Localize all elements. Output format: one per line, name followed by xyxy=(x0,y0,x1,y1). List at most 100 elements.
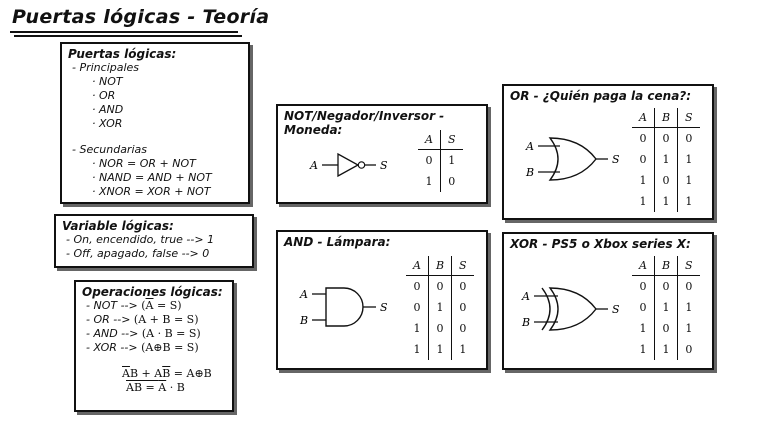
table-header: S xyxy=(677,256,700,276)
and-heading: AND - Lámpara: xyxy=(284,235,391,249)
xor-identity-end: = A⊕B xyxy=(170,367,212,380)
and-output-s-label: S xyxy=(380,301,388,314)
table-cell: 0 xyxy=(428,318,453,339)
xor-input-b-label: B xyxy=(521,316,530,329)
and-input-a-label: A xyxy=(299,288,308,301)
table-cell: 1 xyxy=(685,322,693,335)
op-xor: - XOR --> (A⊕B = S) xyxy=(82,341,232,355)
list-item: · XOR xyxy=(92,117,123,130)
op-xor-expr: (A⊕B = S) xyxy=(141,341,199,354)
op-or: - OR --> (A + B = S) xyxy=(82,313,232,327)
table-cell: 0 xyxy=(685,343,693,356)
not-input-a-label: A xyxy=(309,159,318,172)
table-header: A xyxy=(418,130,441,150)
variables-box: Variable lógicas: - On, encendido, true … xyxy=(54,214,254,268)
table-cell: 1 xyxy=(448,154,456,167)
xor-identity: AB + AB = A⊕B xyxy=(82,367,232,381)
demorgan-b: · B xyxy=(166,381,185,394)
op-and-expr: (A · B = S) xyxy=(141,327,201,340)
table-cell: 0 xyxy=(685,132,693,145)
table-cell: 0 xyxy=(654,170,679,191)
op-or-label: - OR --> xyxy=(86,313,134,326)
not-gate-symbol: A S xyxy=(309,152,388,178)
demorgan-identity: AB = A · B xyxy=(82,381,232,395)
gates-list-box: Puertas lógicas: - Principales · NOT · O… xyxy=(60,42,250,204)
operations-box: Operaciones lógicas: - NOT --> (A = S) -… xyxy=(74,280,234,412)
table-cell: 0 xyxy=(632,127,655,149)
table-cell: 1 xyxy=(685,195,693,208)
table-cell: 1 xyxy=(632,318,655,339)
list-item: · NAND = AND + NOT xyxy=(92,171,212,184)
table-cell: 1 xyxy=(632,170,655,191)
op-not-expr-b: = S xyxy=(153,299,178,312)
or-input-a-label: A xyxy=(525,140,534,153)
table-cell: 0 xyxy=(406,275,429,297)
table-header: A xyxy=(406,256,429,276)
table-cell: 0 xyxy=(654,127,679,149)
table-header: B xyxy=(428,256,453,276)
table-cell: 1 xyxy=(654,191,679,212)
xor-gate-symbol: A B S xyxy=(521,287,620,331)
or-output-s-label: S xyxy=(612,153,620,166)
op-not-label: - NOT --> xyxy=(86,299,142,312)
xor-output-s-label: S xyxy=(612,303,620,316)
list-item: · AND xyxy=(92,103,124,116)
table-cell: 0 xyxy=(654,318,679,339)
table-header: B xyxy=(654,108,679,128)
table-cell: 1 xyxy=(459,343,467,356)
table-cell: 1 xyxy=(632,191,655,212)
table-cell: 1 xyxy=(685,174,693,187)
list-item: · OR xyxy=(92,89,116,102)
xor-input-a-label: A xyxy=(521,290,530,303)
table-cell: 1 xyxy=(654,149,679,170)
list-item: · NOT xyxy=(92,75,123,88)
op-xor-label: - XOR --> xyxy=(86,341,142,354)
op-or-expr: (A + B = S) xyxy=(133,313,199,326)
secundarias-label: - Secundarias xyxy=(72,143,147,156)
table-cell: 0 xyxy=(459,301,467,314)
table-header: A xyxy=(632,256,655,276)
table-cell: 1 xyxy=(406,318,429,339)
table-header: S xyxy=(677,108,700,128)
table-cell: 0 xyxy=(418,149,441,171)
xor-identity-a: A xyxy=(122,367,130,380)
xor-identity-b: B xyxy=(162,367,171,380)
table-cell: 1 xyxy=(428,297,453,318)
title-underline xyxy=(10,31,238,33)
xor-heading: XOR - PS5 o Xbox series X: xyxy=(510,237,691,251)
table-cell: 1 xyxy=(428,339,453,360)
table-cell: 1 xyxy=(654,297,679,318)
or-heading: OR - ¿Quién paga la cena?: xyxy=(510,89,692,103)
table-cell: 0 xyxy=(685,280,693,293)
table-cell: 0 xyxy=(448,175,456,188)
op-and: - AND --> (A · B = S) xyxy=(82,327,232,341)
table-cell: 0 xyxy=(406,297,429,318)
principales-label: - Principales xyxy=(72,61,140,74)
table-cell: 0 xyxy=(654,275,679,297)
variables-heading: Variable lógicas: xyxy=(62,219,174,233)
table-cell: 1 xyxy=(654,339,679,360)
table-cell: 1 xyxy=(685,301,693,314)
or-gate-symbol: A B S xyxy=(525,137,620,181)
table-cell: 0 xyxy=(459,280,467,293)
table-cell: 1 xyxy=(406,339,429,360)
table-cell: 0 xyxy=(632,297,655,318)
title-underline-shadow xyxy=(14,35,242,37)
table-header: S xyxy=(440,130,463,150)
and-input-b-label: B xyxy=(299,314,308,327)
table-cell: 1 xyxy=(685,153,693,166)
